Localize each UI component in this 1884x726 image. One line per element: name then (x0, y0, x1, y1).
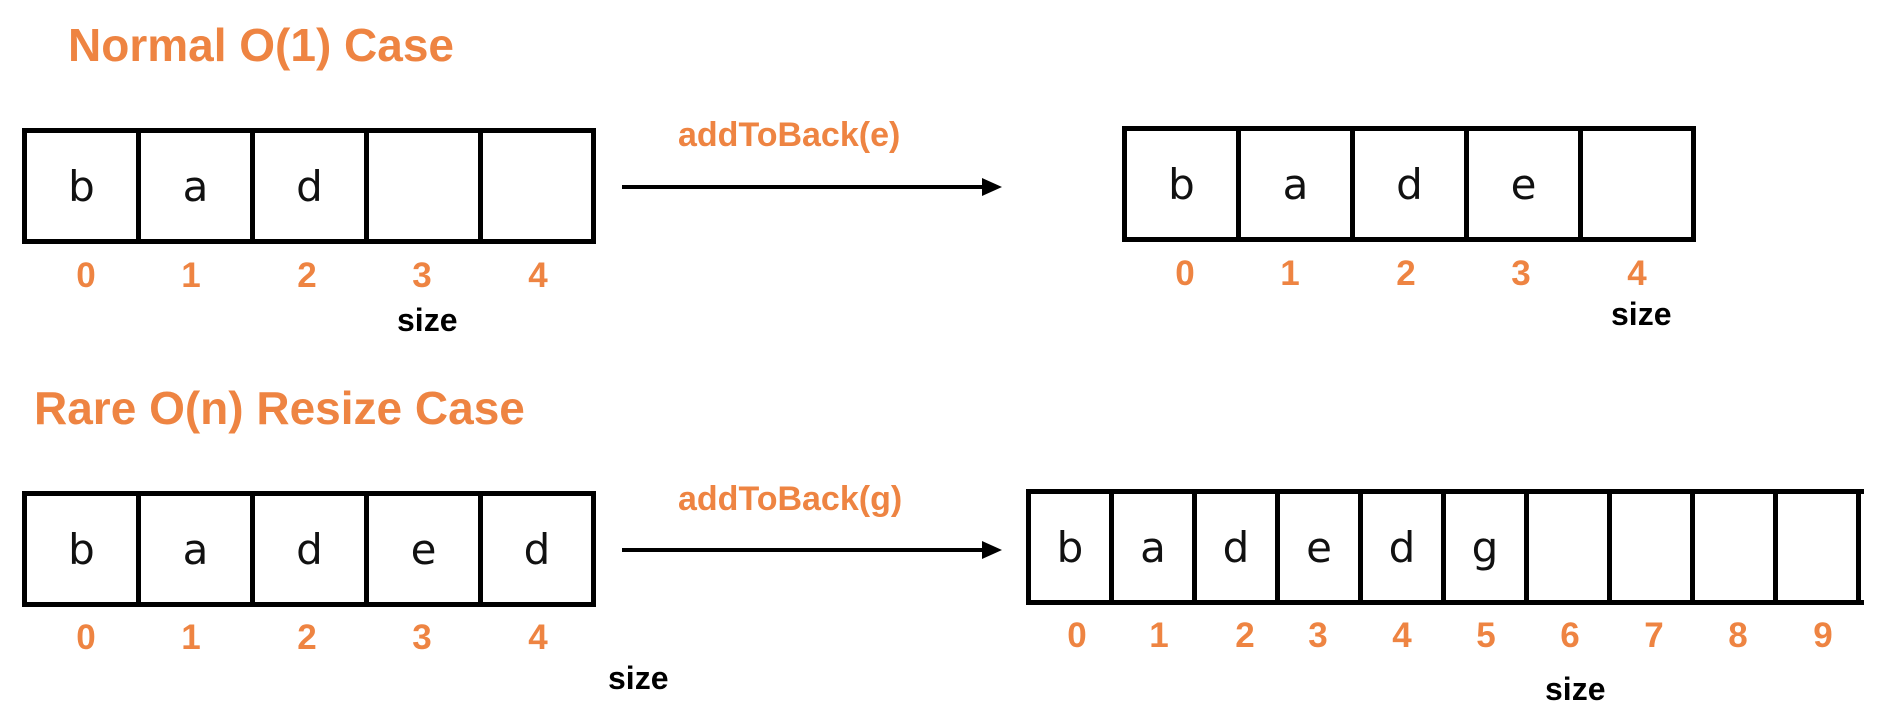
index-label: 3 (412, 256, 432, 295)
resize-before-array: b a d e d (22, 491, 596, 607)
array-cell: e (1280, 494, 1363, 600)
array-cell: a (1241, 131, 1355, 237)
index-label: 0 (1067, 616, 1087, 655)
index-label: 4 (528, 618, 548, 657)
array-cell: d (483, 496, 596, 602)
operation-label: addToBack(e) (678, 116, 901, 154)
normal-before-array: b a d (22, 128, 596, 244)
index-label: 6 (1560, 616, 1580, 655)
array-cell (483, 133, 596, 239)
index-label: 4 (1627, 254, 1647, 293)
array-cell: d (1363, 494, 1446, 600)
array-cell: g (1446, 494, 1529, 600)
index-label: 2 (297, 618, 317, 657)
array-cell: a (141, 133, 255, 239)
index-label: 1 (181, 618, 201, 657)
index-label: 1 (1149, 616, 1169, 655)
array-cell: b (1031, 494, 1114, 600)
index-label: 2 (297, 256, 317, 295)
array-cell: a (141, 496, 255, 602)
resize-after-array: b a d e d g (1026, 489, 1864, 605)
normal-case-heading: Normal O(1) Case (68, 19, 455, 71)
size-pointer-label: size (1545, 671, 1606, 707)
transition-arrow-icon (622, 541, 1002, 559)
array-cell: e (1469, 131, 1583, 237)
array-cell: d (255, 496, 369, 602)
index-label: 3 (1511, 254, 1531, 293)
index-label: 5 (1476, 616, 1496, 655)
array-cell: d (255, 133, 369, 239)
index-label: 4 (528, 256, 548, 295)
index-label: 1 (1280, 254, 1300, 293)
array-cell: b (27, 496, 141, 602)
array-cell: d (1197, 494, 1280, 600)
normal-after-array: b a d e (1122, 126, 1696, 242)
operation-label: addToBack(g) (678, 480, 903, 518)
index-label: 2 (1235, 616, 1255, 655)
index-label: 1 (181, 256, 201, 295)
size-pointer-label: size (397, 302, 458, 338)
size-pointer-label: size (1611, 296, 1672, 332)
index-label: 3 (1308, 616, 1328, 655)
array-cell (1583, 131, 1696, 237)
array-cell: e (369, 496, 483, 602)
size-pointer-label: size (608, 660, 669, 696)
array-cell: a (1114, 494, 1197, 600)
index-label: 3 (412, 618, 432, 657)
array-cell (1778, 494, 1861, 600)
array-cell (1695, 494, 1778, 600)
index-label: 2 (1396, 254, 1416, 293)
array-cell (1612, 494, 1695, 600)
index-label: 0 (76, 618, 96, 657)
index-label: 0 (1175, 254, 1195, 293)
index-label: 8 (1728, 616, 1748, 655)
index-label: 9 (1813, 616, 1833, 655)
array-cell: b (27, 133, 141, 239)
index-label: 7 (1644, 616, 1664, 655)
index-label: 4 (1392, 616, 1412, 655)
transition-arrow-icon (622, 178, 1002, 196)
array-cell: d (1355, 131, 1469, 237)
array-cell (1529, 494, 1612, 600)
array-cell: b (1127, 131, 1241, 237)
resize-case-heading: Rare O(n) Resize Case (34, 382, 525, 434)
index-label: 0 (76, 256, 96, 295)
array-cell (369, 133, 483, 239)
